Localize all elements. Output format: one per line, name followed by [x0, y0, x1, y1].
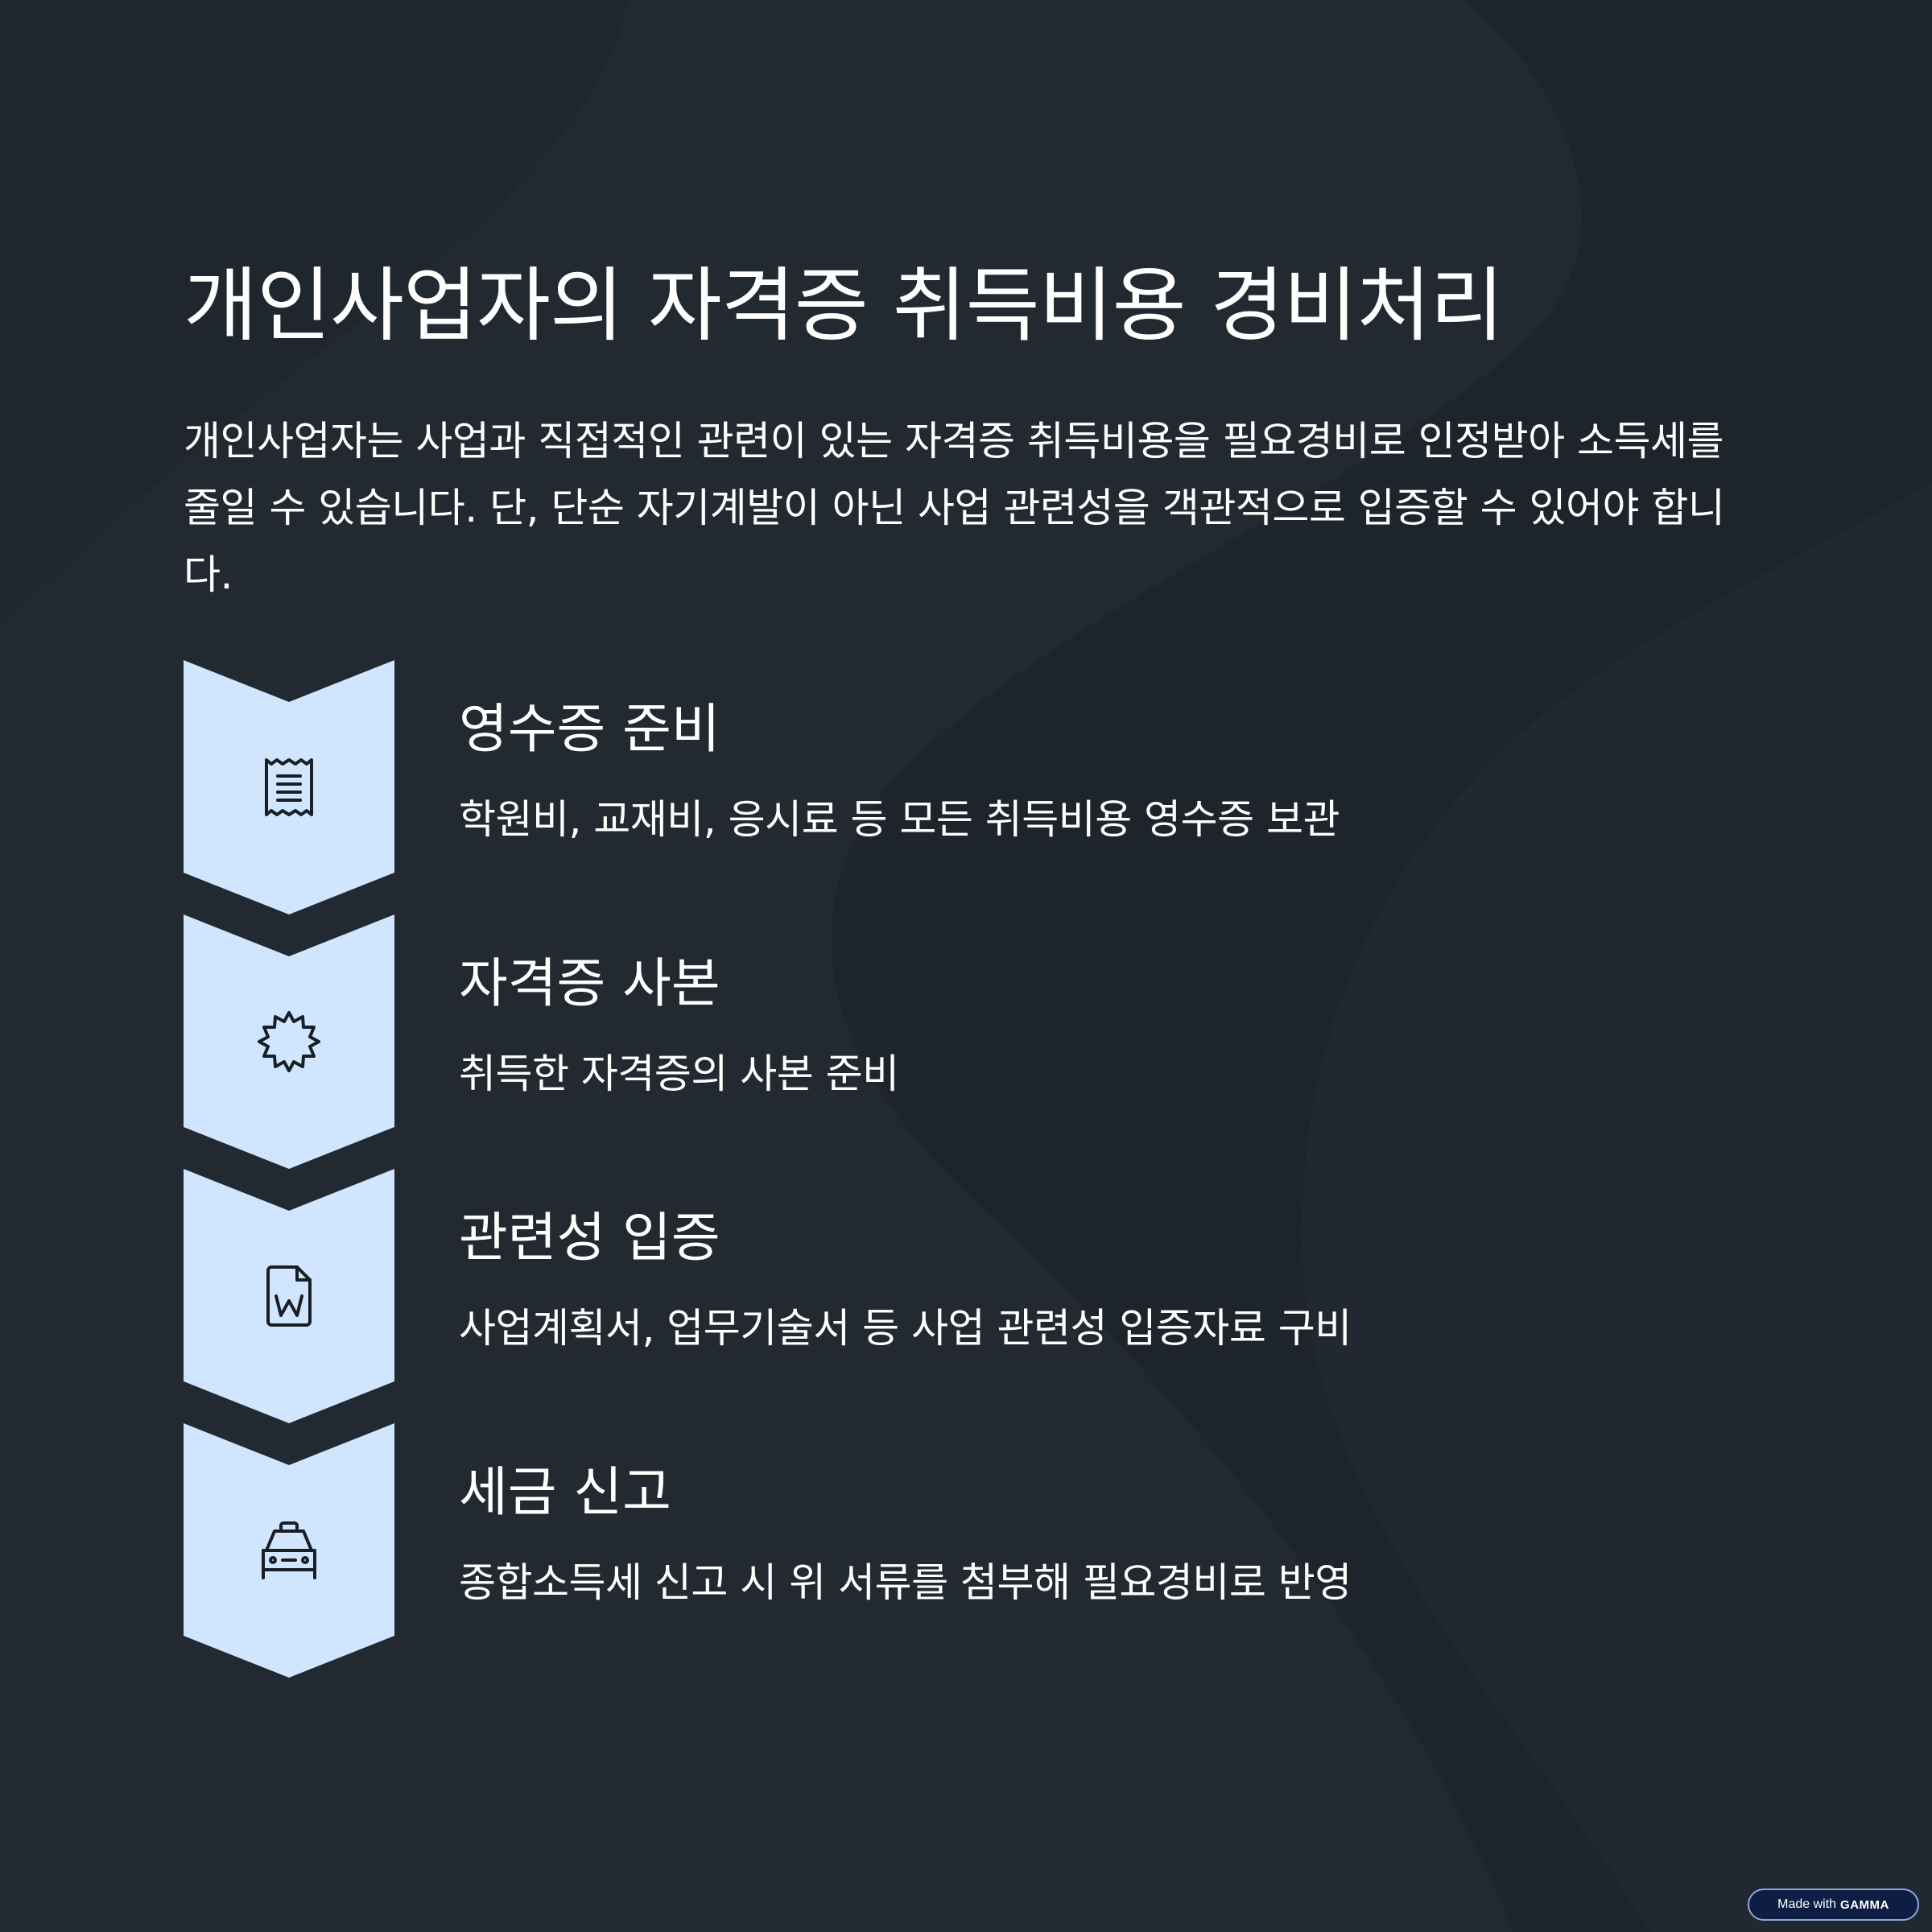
badge-seal-icon — [258, 1011, 320, 1072]
receipt-icon — [265, 758, 313, 816]
page-title: 개인사업자의 자격증 취득비용 경비처리 — [184, 258, 1504, 353]
step-description: 종합소득세 신고 시 위 서류를 첨부해 필요경비로 반영 — [459, 1559, 1352, 1606]
step-title: 영수증 준비 — [459, 698, 720, 760]
process-steps: 영수증 준비 학원비, 교재비, 응시료 등 모든 취득비용 영수증 보관 자격… — [184, 660, 1753, 1682]
step-title: 세금 신고 — [459, 1461, 671, 1523]
step-title: 자격증 사본 — [459, 952, 720, 1014]
step-item-receipt: 영수증 준비 학원비, 교재비, 응시료 등 모든 취득비용 영수증 보관 — [184, 660, 1753, 914]
step-description: 취득한 자격증의 사본 준비 — [459, 1051, 899, 1097]
chevron-marker — [184, 914, 394, 1169]
step-description: 학원비, 교재비, 응시료 등 모든 취득비용 영수증 보관 — [459, 796, 1340, 843]
taxi-icon — [262, 1521, 316, 1579]
step-item-tax-filing: 세금 신고 종합소득세 신고 시 위 서류를 첨부해 필요경비로 반영 — [184, 1423, 1753, 1678]
intro-paragraph: 개인사업자는 사업과 직접적인 관련이 있는 자격증 취득비용을 필요경비로 인… — [184, 418, 1725, 598]
made-with-gamma-badge[interactable]: Made with GAMMA — [1748, 1889, 1919, 1921]
step-item-relevance-proof: 관련성 입증 사업계획서, 업무기술서 등 사업 관련성 입증자료 구비 — [184, 1169, 1753, 1423]
badge-prefix: Made with — [1777, 1897, 1837, 1911]
step-title: 관련성 입증 — [459, 1207, 720, 1269]
word-document-icon — [266, 1265, 312, 1327]
step-description: 사업계획서, 업무기술서 등 사업 관련성 입증자료 구비 — [459, 1305, 1352, 1352]
step-item-certificate-copy: 자격증 사본 취득한 자격증의 사본 준비 — [184, 914, 1753, 1169]
gamma-logo: GAMMA — [1840, 1897, 1889, 1912]
chevron-marker — [184, 660, 394, 914]
chevron-marker — [184, 1169, 394, 1423]
